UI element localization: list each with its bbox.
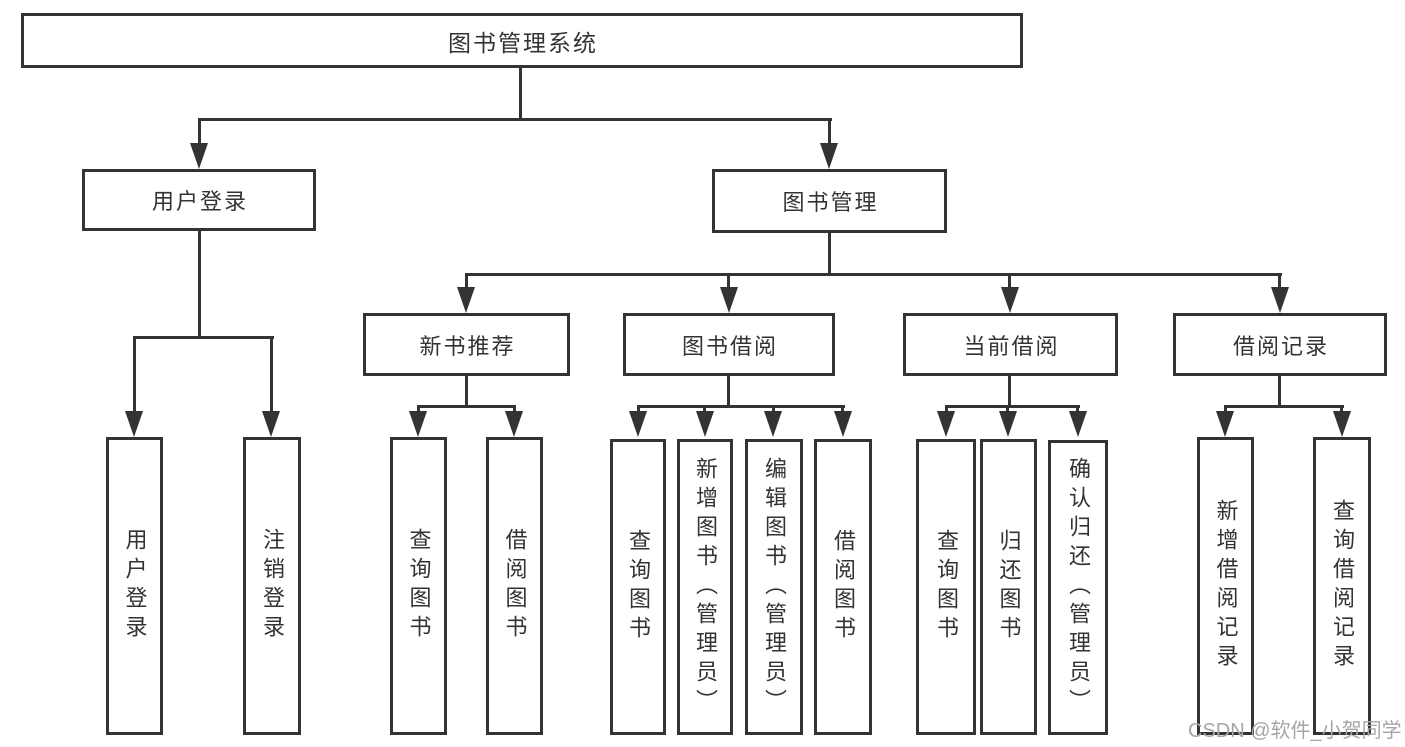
node-label-leaf-borrow-books-2: 借阅图书 (831, 529, 856, 645)
node-label-leaf-confirm-return: 确认归还（管理员） (1066, 457, 1091, 718)
arrowhead-9 (505, 411, 523, 437)
node-current-borrowing: 当前借阅 (903, 313, 1118, 376)
arrowhead-0 (190, 143, 208, 169)
arrowhead-1 (820, 143, 838, 169)
node-label-current-borrowing: 当前借阅 (963, 333, 1060, 359)
connector-line-6 (133, 336, 136, 414)
arrowhead-14 (937, 411, 955, 437)
connector-line-31 (1224, 405, 1227, 414)
arrowhead-4 (457, 287, 475, 313)
arrowhead-13 (834, 411, 852, 437)
connector-line-15 (417, 405, 516, 408)
node-label-leaf-add-books: 新增图书（管理员） (693, 456, 718, 718)
node-label-user-login: 用户登录 (151, 189, 248, 214)
connector-line-28 (1076, 405, 1079, 414)
node-label-leaf-query-books-2: 查询图书 (626, 529, 651, 645)
node-leaf-query-borrow-record: 查询借阅记录 (1313, 437, 1371, 735)
arrowhead-17 (1216, 411, 1234, 437)
node-new-book-recommend: 新书推荐 (363, 313, 570, 376)
node-label-leaf-query-borrow-record: 查询借阅记录 (1330, 499, 1355, 673)
node-book-borrowing: 图书借阅 (623, 313, 835, 376)
connector-line-19 (637, 405, 845, 408)
connector-line-10 (465, 273, 468, 290)
arrowhead-6 (1001, 287, 1019, 313)
node-label-book-borrowing: 图书借阅 (681, 333, 778, 359)
node-leaf-add-borrow-record: 新增借阅记录 (1197, 437, 1254, 735)
connector-line-16 (417, 405, 420, 414)
arrowhead-15 (999, 411, 1017, 437)
node-user-login: 用户登录 (82, 169, 316, 231)
connector-line-14 (465, 376, 468, 408)
node-label-leaf-user-login: 用户登录 (122, 528, 148, 644)
arrowhead-11 (696, 411, 714, 437)
connector-line-8 (828, 233, 831, 275)
node-leaf-borrow-books-2: 借阅图书 (814, 439, 872, 735)
node-leaf-logout: 注销登录 (243, 437, 301, 735)
connector-line-29 (1278, 376, 1281, 408)
connector-line-18 (727, 376, 730, 408)
node-leaf-confirm-return: 确认归还（管理员） (1048, 440, 1108, 735)
arrowhead-2 (125, 411, 143, 437)
node-root: 图书管理系统 (21, 13, 1023, 68)
arrowhead-3 (262, 411, 280, 437)
node-label-leaf-logout: 注销登录 (260, 528, 285, 644)
connector-line-1 (198, 118, 832, 121)
connector-line-4 (198, 231, 201, 338)
connector-line-9 (465, 273, 1282, 276)
node-leaf-user-login: 用户登录 (106, 437, 163, 735)
connector-line-12 (1008, 273, 1011, 290)
node-label-root: 图书管理系统 (448, 29, 598, 56)
node-label-leaf-edit-books: 编辑图书（管理员） (762, 456, 787, 718)
connector-line-22 (772, 405, 775, 414)
node-borrow-records: 借阅记录 (1173, 313, 1387, 376)
node-label-borrow-records: 借阅记录 (1232, 333, 1329, 359)
connector-line-0 (519, 68, 522, 120)
node-label-new-book-recommend: 新书推荐 (419, 333, 516, 359)
connector-line-21 (703, 405, 706, 414)
connector-line-27 (1006, 405, 1009, 414)
arrowhead-12 (764, 411, 782, 437)
arrowhead-10 (629, 411, 647, 437)
node-label-leaf-query-books-1: 查询图书 (406, 528, 432, 644)
node-label-leaf-return-books: 归还图书 (996, 529, 1022, 645)
arrowhead-7 (1271, 287, 1289, 313)
node-book-management: 图书管理 (712, 169, 947, 233)
arrowhead-5 (720, 287, 738, 313)
connector-line-25 (945, 405, 1080, 408)
arrowhead-18 (1333, 411, 1351, 437)
connector-line-24 (1008, 376, 1011, 408)
connector-line-3 (828, 118, 831, 146)
node-label-leaf-add-borrow-record: 新增借阅记录 (1213, 499, 1239, 673)
connector-line-13 (1278, 273, 1281, 290)
node-leaf-query-books-3: 查询图书 (916, 439, 976, 735)
connector-line-23 (841, 405, 844, 414)
node-leaf-return-books: 归还图书 (980, 439, 1037, 735)
node-label-book-management: 图书管理 (782, 190, 879, 215)
connector-line-20 (637, 405, 640, 414)
connector-line-11 (727, 273, 730, 290)
node-leaf-add-books: 新增图书（管理员） (677, 439, 733, 735)
node-leaf-query-books-1: 查询图书 (390, 437, 447, 735)
node-leaf-borrow-books-1: 借阅图书 (486, 437, 543, 735)
arrowhead-16 (1069, 411, 1087, 437)
connector-line-32 (1340, 405, 1343, 414)
connector-line-30 (1224, 405, 1344, 408)
node-label-leaf-borrow-books-1: 借阅图书 (502, 528, 528, 644)
arrowhead-8 (409, 411, 427, 437)
connector-line-5 (133, 336, 274, 339)
node-leaf-query-books-2: 查询图书 (610, 439, 666, 735)
connector-line-2 (198, 118, 201, 146)
connector-line-17 (513, 405, 516, 414)
node-leaf-edit-books: 编辑图书（管理员） (745, 439, 803, 735)
node-label-leaf-query-books-3: 查询图书 (934, 529, 959, 645)
csdn-watermark: CSDN @软件_小贺同学 (1188, 720, 1402, 742)
connector-line-26 (945, 405, 948, 414)
connector-line-7 (270, 336, 273, 414)
